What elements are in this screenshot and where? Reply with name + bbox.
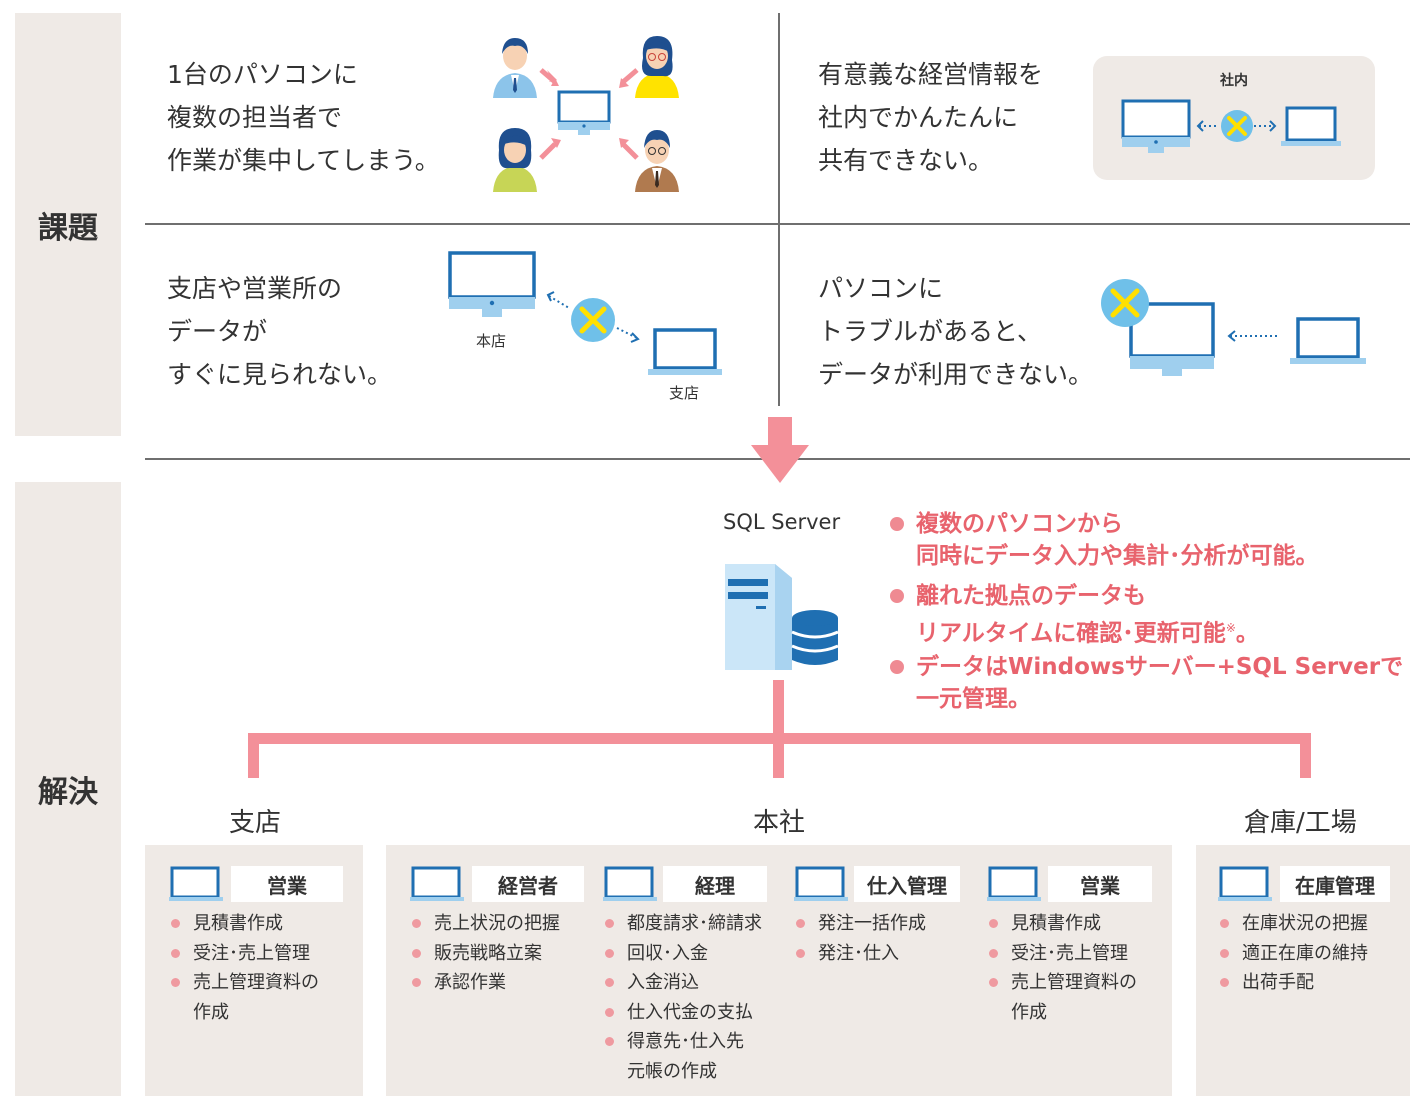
benefit-2-note: ※ <box>1225 621 1236 635</box>
dotted-arrow-icon <box>546 291 640 343</box>
dotted-arrow-icon <box>1227 330 1280 342</box>
problem-3-text: 支店や営業所の データが すぐに見られない。 <box>167 274 393 389</box>
cross-icon <box>1221 110 1253 142</box>
role-tasks: 見積書作成 受注･売上管理 売上管理資料の 作成 <box>169 909 359 1027</box>
person-icon <box>635 36 679 98</box>
cross-icon <box>1101 279 1149 327</box>
laptop-icon <box>794 866 848 901</box>
branch-access-blocked-diagram <box>448 251 722 375</box>
solution-tab-label: 解決 <box>38 775 98 810</box>
task-item: 受注･売上管理 <box>987 939 1167 969</box>
internal-share-blocked-diagram <box>1121 99 1341 153</box>
role-sales-branch: 営業 <box>169 866 343 902</box>
task-item: 販売戦略立案 <box>410 939 600 969</box>
task-item: 仕入代金の支払 <box>603 998 793 1028</box>
task-item: 回収･入金 <box>603 939 793 969</box>
task-item: 受注･売上管理 <box>169 939 359 969</box>
location-branch: 支店 <box>229 808 282 838</box>
role-tasks: 在庫状況の把握 適正在庫の維持 出荷手配 <box>1218 909 1404 998</box>
problem-4-text: パソコンに トラブルがあると、 データが利用できない。 <box>818 274 1094 389</box>
role-label: 経理 <box>663 866 767 902</box>
task-item: 売上管理資料の 作成 <box>987 968 1167 1027</box>
people-sharing-pc-illustration <box>493 36 679 192</box>
benefit-2-end: 。 <box>1235 620 1259 647</box>
role-label: 仕入管理 <box>854 866 960 902</box>
task-item: 出荷手配 <box>1218 968 1404 998</box>
location-warehouse: 倉庫/工場 <box>1244 808 1357 838</box>
person-icon <box>635 130 679 192</box>
role-executive: 経営者 <box>410 866 584 902</box>
task-item: 見積書作成 <box>169 909 359 939</box>
task-item: 売上管理資料の 作成 <box>169 968 359 1027</box>
monitor-icon <box>557 90 611 135</box>
task-item: 在庫状況の把握 <box>1218 909 1404 939</box>
benefit-3: データはWindowsサーバー+SQL Serverで 一元管理。 <box>888 651 1403 715</box>
role-accounting: 経理 <box>603 866 767 902</box>
network-bus-line <box>248 733 1311 744</box>
server-connector-line <box>773 680 784 778</box>
role-label: 営業 <box>231 866 343 902</box>
laptop-icon <box>987 866 1041 901</box>
challenge-tab-label: 課題 <box>38 210 98 246</box>
task-item: 発注一括作成 <box>794 909 974 939</box>
task-item: 見積書作成 <box>987 909 1167 939</box>
warehouse-connector-line <box>1300 733 1311 778</box>
task-item: 売上状況の把握 <box>410 909 600 939</box>
benefit-3-text: データはWindowsサーバー+SQL Serverで 一元管理。 <box>916 654 1404 712</box>
internal-network-box: 社内 <box>1093 56 1375 180</box>
role-inventory: 在庫管理 <box>1218 866 1390 902</box>
role-label: 経営者 <box>472 866 584 902</box>
laptop-icon <box>603 866 657 901</box>
task-item: 適正在庫の維持 <box>1218 939 1404 969</box>
pc-trouble-diagram <box>1101 279 1366 376</box>
task-item: 承認作業 <box>410 968 600 998</box>
server-label: SQL Server <box>723 510 841 534</box>
challenge-tab: 課題 <box>15 13 121 436</box>
location-hq: 本社 <box>753 808 806 838</box>
laptop-icon <box>169 866 223 901</box>
branch-label: 支店 <box>669 384 700 402</box>
laptop-icon <box>1290 317 1366 364</box>
problem-1-text: 1台のパソコンに 複数の担当者で 作業が集中してしまう。 <box>167 60 440 175</box>
server-tower-icon <box>725 564 792 670</box>
role-label: 在庫管理 <box>1280 866 1390 902</box>
laptop-icon <box>1281 106 1341 146</box>
laptop-icon <box>1218 866 1272 901</box>
benefit-2-text: 離れた拠点のデータも リアルタイムに確認･更新可能 <box>916 583 1226 647</box>
internal-label: 社内 <box>1220 73 1248 89</box>
arrow-icon <box>539 68 639 160</box>
database-icon <box>791 610 839 665</box>
laptop-icon <box>410 866 464 901</box>
role-purchasing: 仕入管理 <box>794 866 960 902</box>
person-icon <box>493 38 537 98</box>
benefit-1-text: 複数のパソコンから 同時にデータ入力や集計･分析が可能。 <box>916 511 1319 569</box>
role-tasks: 売上状況の把握 販売戦略立案 承認作業 <box>410 909 600 998</box>
grid-horizontal-divider <box>145 223 1410 225</box>
solution-tab: 解決 <box>15 482 121 1096</box>
task-item: 発注･仕入 <box>794 939 974 969</box>
person-icon <box>493 128 537 192</box>
role-label: 営業 <box>1048 866 1152 902</box>
role-tasks: 都度請求･締請求 回収･入金 入金消込 仕入代金の支払 得意先･仕入先 元帳の作… <box>603 909 793 1086</box>
role-sales-hq: 営業 <box>987 866 1152 902</box>
task-item: 入金消込 <box>603 968 793 998</box>
cross-icon <box>571 298 615 342</box>
task-item: 都度請求･締請求 <box>603 909 793 939</box>
problem-2-text: 有意義な経営情報を 社内でかんたんに 共有できない。 <box>818 60 1044 175</box>
laptop-icon <box>648 328 722 375</box>
grid-vertical-divider <box>778 13 780 406</box>
sql-server-icon <box>725 564 839 670</box>
monitor-icon <box>448 251 536 317</box>
dotted-arrow-icon <box>1196 120 1277 132</box>
task-item: 得意先･仕入先 元帳の作成 <box>603 1027 793 1086</box>
down-arrow-icon <box>751 417 809 483</box>
head-office-label: 本店 <box>476 332 507 350</box>
benefit-1: 複数のパソコンから 同時にデータ入力や集計･分析が可能。 <box>888 508 1319 572</box>
branch-connector-line <box>248 733 259 778</box>
role-tasks: 見積書作成 受注･売上管理 売上管理資料の 作成 <box>987 909 1167 1027</box>
benefit-2: 離れた拠点のデータも リアルタイムに確認･更新可能※。 <box>888 580 1259 650</box>
role-tasks: 発注一括作成 発注･仕入 <box>794 909 974 968</box>
monitor-icon <box>1121 99 1191 153</box>
